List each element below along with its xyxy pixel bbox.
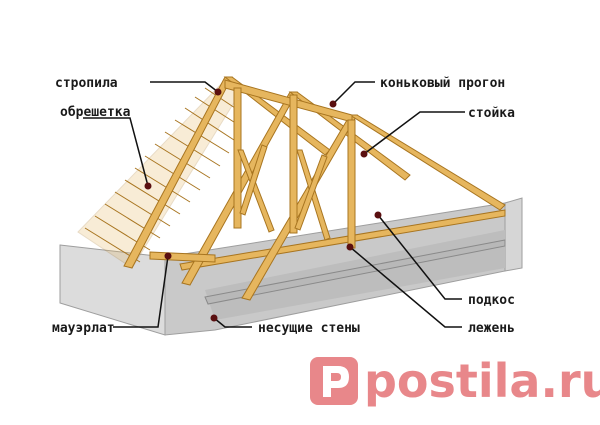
- leader-ridge-purlin: [332, 81, 375, 105]
- label-sill: лежень: [468, 321, 515, 336]
- label-post: стойка: [468, 106, 515, 121]
- leader-post: [363, 111, 465, 155]
- pointer-rafters: [214, 88, 222, 96]
- pointer-post: [360, 150, 368, 158]
- label-strut: подкос: [468, 293, 515, 308]
- leader-strut: [377, 214, 462, 300]
- pointer-bearing-walls: [210, 314, 218, 322]
- label-bearing-walls: несущие стены: [258, 321, 360, 336]
- pointer-battens: [144, 182, 152, 190]
- watermark-text: postila.ru: [364, 354, 600, 408]
- leader-wall-plate: [113, 255, 169, 328]
- pointer-sill: [346, 243, 354, 251]
- watermark-p-icon-glyph: [323, 366, 349, 397]
- leader-battens: [83, 117, 149, 187]
- right-bearing-wall: [504, 197, 523, 272]
- label-battens: обрешетка: [60, 105, 131, 120]
- leader-rafters: [150, 81, 219, 93]
- sill-beam-back: [179, 209, 506, 271]
- label-wall-plate: мауэрлат: [52, 321, 115, 336]
- label-rafters: стропила: [55, 76, 118, 91]
- watermark: postila.ru: [310, 354, 600, 408]
- leader-sill: [349, 246, 462, 328]
- label-ridge-purlin: коньковый прогон: [380, 76, 505, 91]
- pointer-wall-plate: [164, 252, 172, 260]
- pointer-ridge-purlin: [329, 100, 337, 108]
- sill-beam-front: [204, 239, 506, 305]
- pointer-strut: [374, 211, 382, 219]
- posts-and-struts: [233, 87, 356, 249]
- leader-bearing-walls: [213, 317, 252, 328]
